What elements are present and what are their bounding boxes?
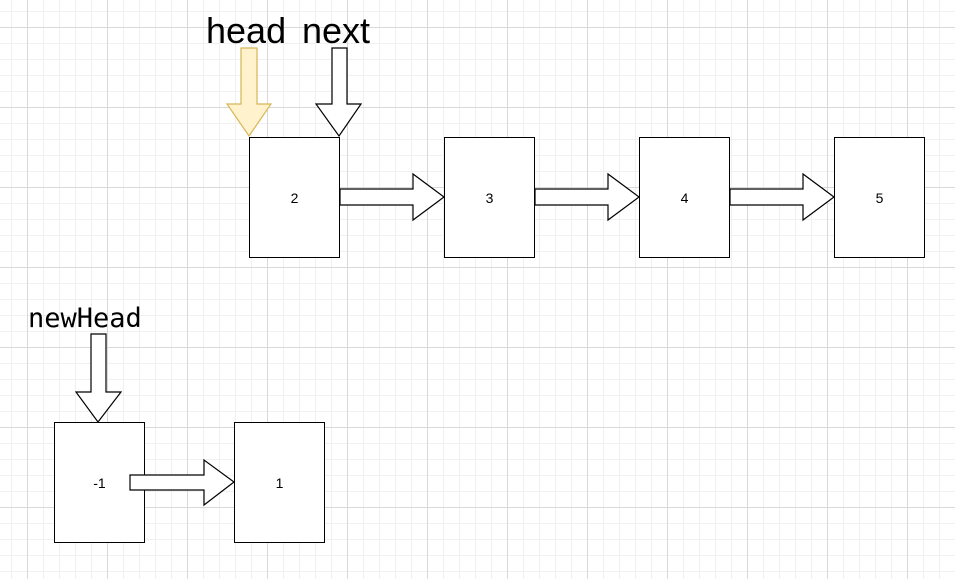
head-pointer-arrow	[225, 47, 273, 138]
list-node: 1	[234, 422, 325, 543]
list-node: 4	[639, 137, 730, 258]
list-node: 3	[444, 137, 535, 258]
new-head-pointer-arrow	[74, 333, 123, 424]
link-arrow-2-to-3	[339, 172, 446, 222]
link-arrow-3-to-4	[534, 172, 641, 222]
list-node: 2	[249, 137, 340, 258]
next-pointer-label: next	[302, 10, 371, 51]
next-pointer-arrow	[314, 47, 363, 138]
head-pointer-label: head	[206, 10, 287, 51]
link-arrow-neg1-to-1	[129, 458, 236, 507]
list-node: 5	[834, 137, 925, 258]
link-arrow-4-to-5	[729, 172, 836, 222]
new-head-pointer-label: newHead	[28, 303, 142, 334]
